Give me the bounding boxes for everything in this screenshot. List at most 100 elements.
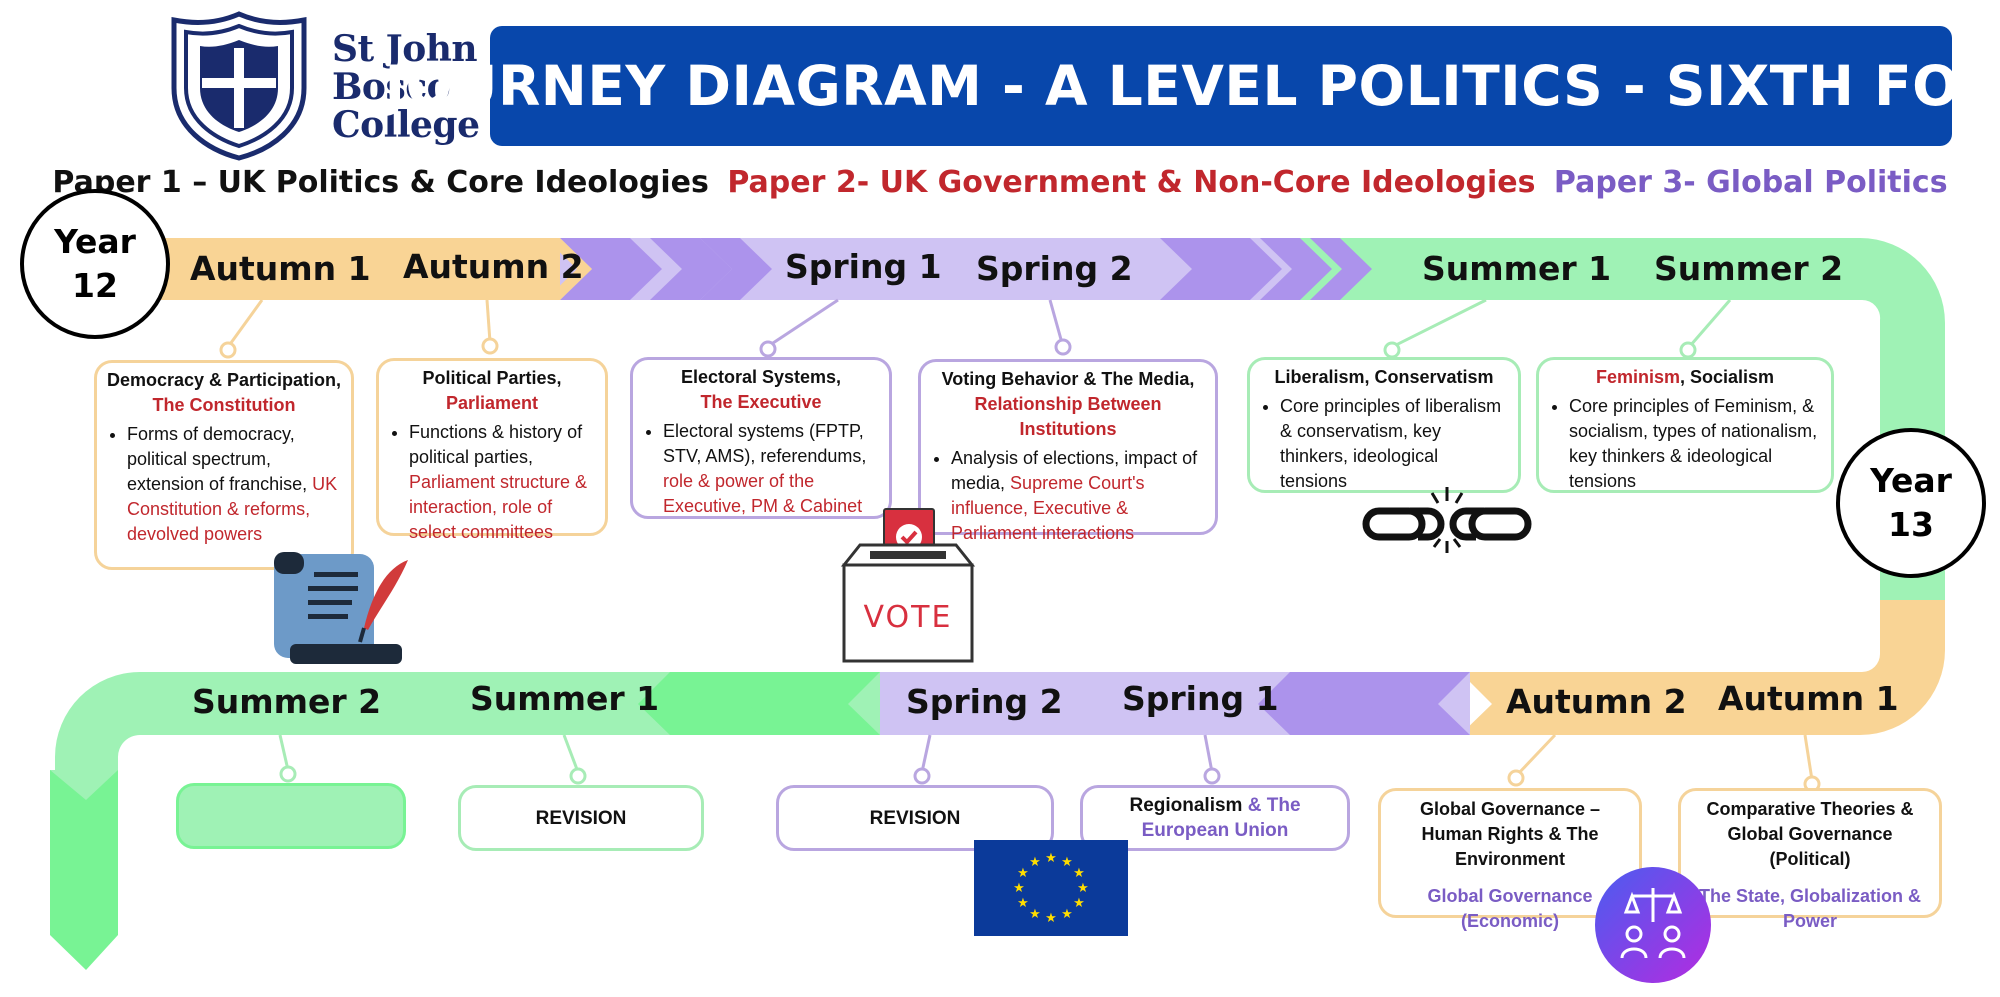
topic-card-comparative: Comparative Theories & Global Governance… — [1678, 788, 1942, 931]
card-title-black: , Socialism — [1679, 367, 1775, 387]
year-13-label: Year — [1870, 461, 1952, 500]
bottom-band-chevron — [748, 672, 880, 735]
card-title: Regionalism & The European Union — [1091, 793, 1339, 843]
card-bullets: Analysis of elections, impact of media, … — [929, 446, 1207, 546]
justice-scales-icon — [1595, 867, 1711, 983]
bottom-band-chevron — [1368, 672, 1470, 735]
card-subtitle: The State, Globalization & Power — [1698, 886, 1922, 931]
card-title: Global Governance – Human Rights & The E… — [1419, 799, 1601, 869]
topic-card-democracy: Democracy & Participation, The Constitut… — [94, 360, 354, 570]
term-label: Autumn 2 — [403, 247, 584, 286]
term-label: Spring 1 — [785, 247, 942, 286]
paper-3-label: Paper 3- Global Politics — [1553, 165, 1948, 200]
ballot-box-icon: VOTE — [840, 508, 976, 663]
card-bullets: Electoral systems (FPTP, STV, AMS), refe… — [641, 419, 881, 519]
eu-flag-icon: ★★★★ ★★★★ ★★★★ — [974, 840, 1128, 936]
topic-card-parties: Political Parties, Parliament Functions … — [376, 358, 608, 542]
card-subtitle: Global Governance (Economic) — [1427, 886, 1593, 931]
top-band-autumn — [140, 238, 580, 300]
term-label: Spring 2 — [976, 249, 1133, 288]
paper-1-label: Paper 1 – UK Politics & Core Ideologies — [52, 165, 709, 200]
svg-text:★: ★ — [1029, 907, 1041, 922]
topic-card-voting: Voting Behavior & The Media, Relationshi… — [918, 359, 1218, 543]
svg-text:★: ★ — [1017, 866, 1029, 881]
term-label: Summer 2 — [192, 682, 382, 721]
card-bullet: Analysis of elections, impact of media, … — [951, 446, 1207, 546]
card-bullet: Core principles of liberalism & conserva… — [1280, 394, 1510, 494]
right-band-autumn — [1460, 600, 1945, 735]
top-band-chevron — [650, 238, 732, 300]
top-band-chevron — [700, 238, 772, 300]
card-title: Political Parties, — [422, 368, 562, 388]
svg-text:★: ★ — [1061, 855, 1073, 870]
bullet-text: Electoral systems (FPTP, STV, AMS), refe… — [663, 421, 867, 466]
svg-text:★: ★ — [1045, 851, 1057, 866]
card-bullets: Core principles of liberalism & conserva… — [1258, 394, 1510, 494]
svg-text:★: ★ — [1013, 881, 1025, 896]
term-label: Spring 1 — [1122, 679, 1279, 718]
card-title: Democracy & Participation, — [106, 370, 342, 390]
card-bullets: Functions & history of political parties… — [387, 420, 597, 545]
term-label: Summer 1 — [1422, 249, 1612, 288]
card-bullet: Electoral systems (FPTP, STV, AMS), refe… — [663, 419, 881, 519]
card-subtitle: Parliament — [445, 393, 539, 413]
svg-text:★: ★ — [1073, 896, 1085, 911]
bullet-text-red: Supreme Court's influence, Executive & P… — [951, 473, 1145, 543]
bullet-text: Forms of democracy, political spectrum, … — [127, 424, 308, 494]
card-title: Voting Behavior & The Media, — [941, 369, 1195, 389]
college-name: St John Bosco College — [332, 30, 480, 144]
vote-label: VOTE — [864, 600, 953, 635]
revision-label: REVISION — [869, 807, 961, 829]
top-band-summer — [1300, 238, 1945, 640]
paper-legend: Paper 1 – UK Politics & Core Ideologies … — [0, 165, 2000, 200]
card-bullets: Forms of democracy, political spectrum, … — [105, 422, 343, 547]
card-subtitle: Relationship Between Institutions — [974, 394, 1162, 439]
bullet-text: Functions & history of political parties… — [409, 422, 583, 467]
top-band-chevron — [1260, 238, 1332, 300]
topic-card-electoral: Electoral Systems, The Executive Elector… — [630, 357, 892, 519]
svg-text:★: ★ — [1073, 866, 1085, 881]
college-name-line: Bosco — [332, 66, 451, 108]
term-label: Autumn 1 — [1718, 679, 1899, 718]
bullet-text-red: Parliament structure & interaction, role… — [409, 472, 588, 542]
page-title: JOURNEY DIAGRAM - A LEVEL POLITICS - SIX… — [385, 26, 2000, 146]
scroll-quill-icon — [274, 552, 408, 664]
svg-text:★: ★ — [1061, 907, 1073, 922]
card-subtitle: The Constitution — [152, 395, 296, 415]
svg-text:★: ★ — [1045, 911, 1057, 926]
card-title-purple: & The European Union — [1141, 795, 1301, 841]
crest-icon — [171, 11, 307, 161]
paper-2-label: Paper 2- UK Government & Non-Core Ideolo… — [727, 165, 1536, 200]
bullet-text-red: UK Constitution & reforms, devolved powe… — [127, 474, 338, 544]
topic-card-revision-summer1: REVISION — [458, 785, 704, 851]
bullet-text: Analysis of elections, impact of media, — [951, 448, 1198, 493]
card-title-red: Feminism — [1595, 367, 1680, 387]
svg-text:★: ★ — [1077, 881, 1089, 896]
term-label: Spring 2 — [906, 682, 1063, 721]
card-title-black: Regionalism — [1129, 795, 1243, 816]
topic-card-global-governance: Global Governance – Human Rights & The E… — [1378, 788, 1642, 931]
topic-card-summer2-empty — [176, 783, 406, 849]
term-label: Summer 2 — [1654, 249, 1844, 288]
journey-arrow-tip — [50, 770, 118, 800]
svg-text:★: ★ — [1017, 896, 1029, 911]
card-bullet: Core principles of Feminism, & socialism… — [1569, 394, 1823, 494]
top-band-chevron — [1310, 238, 1372, 300]
term-label: Summer 1 — [470, 679, 660, 718]
svg-text:★: ★ — [1029, 855, 1041, 870]
card-bullets: Core principles of Feminism, & socialism… — [1547, 394, 1823, 494]
journey-arrow-head — [50, 770, 118, 970]
card-bullet: Forms of democracy, political spectrum, … — [127, 422, 343, 547]
revision-label: REVISION — [535, 807, 627, 829]
top-band-chevron — [545, 238, 592, 300]
card-title: Comparative Theories & Global Governance… — [1706, 799, 1914, 869]
card-title: Feminism, Socialism — [1547, 365, 1823, 390]
bullet-text-red: role & power of the Executive, PM & Cabi… — [663, 471, 863, 516]
top-band-chevrons-autumn-spring — [560, 238, 662, 300]
year-12-label: Year — [54, 222, 136, 261]
card-bullet: Functions & history of political parties… — [409, 420, 597, 545]
year-13-number: 13 — [1888, 505, 1934, 544]
card-subtitle: The Executive — [700, 392, 822, 412]
broken-chain-icon — [1362, 487, 1532, 553]
